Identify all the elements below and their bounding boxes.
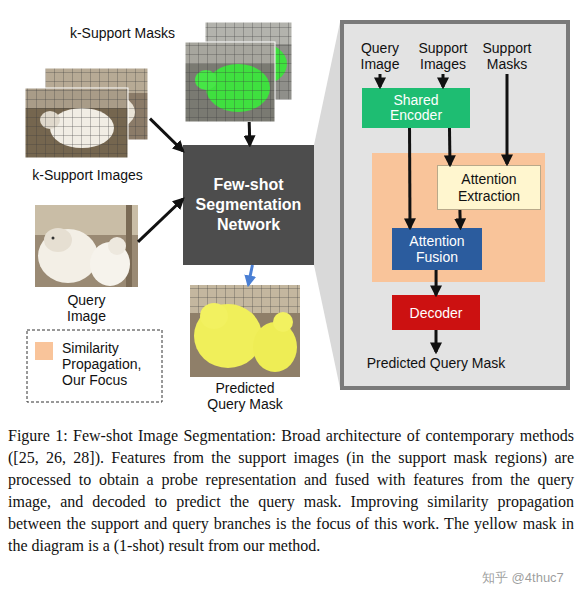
node-label: Decoder — [392, 295, 480, 330]
network-box: Few-shot Segmentation Network — [183, 145, 314, 265]
predicted-mask-image: Predicted Query Mask — [190, 285, 300, 377]
node-label: Predicted Query Mask — [201, 380, 289, 412]
node-label: k-Support Masks — [45, 25, 175, 41]
attention-fusion-box: Attention Fusion — [392, 228, 482, 270]
input-label: Query Image — [350, 40, 410, 72]
figure-caption: Figure 1: Few-shot Image Segmentation: B… — [8, 425, 574, 557]
node-label: k-Support Images — [25, 167, 150, 183]
node-label: Query Image — [55, 292, 118, 324]
focus-band: Attention ExtractionAttention Fusion — [372, 153, 545, 282]
legend-swatch — [35, 342, 53, 360]
node-label: Attention Extraction — [438, 166, 540, 209]
prediction-photo — [190, 285, 300, 377]
support-photo — [45, 68, 148, 140]
decoder-box: Decoder — [392, 295, 480, 330]
watermark: 知乎 @4thuc7 — [482, 571, 577, 586]
zoom-wedge — [314, 22, 340, 388]
query-photo — [35, 205, 138, 287]
legend-text: Similarity Propagation, Our Focus — [62, 340, 157, 388]
query-image: Query Image — [35, 205, 138, 287]
flow-arrow — [248, 122, 252, 145]
node-label: Shared Encoder — [362, 88, 470, 128]
input-label: Support Images — [412, 40, 474, 72]
input-label: Support Masks — [476, 40, 538, 72]
architecture-panel: Shared EncoderAttention ExtractionAttent… — [340, 20, 570, 390]
support-image-stack: k-Support Images — [25, 68, 150, 160]
node-label: Few-shot Segmentation Network — [183, 145, 314, 265]
output-label: Predicted Query Mask — [362, 355, 510, 371]
node-label: Attention Fusion — [392, 228, 482, 270]
flow-arrow — [138, 199, 183, 242]
mask-photo — [205, 22, 292, 100]
flow-arrow — [150, 119, 183, 151]
support-photo — [25, 88, 128, 158]
encoder-box: Shared Encoder — [362, 88, 470, 128]
flow-arrow — [248, 265, 252, 285]
legend-frame — [27, 330, 162, 402]
mask-photo — [185, 42, 275, 122]
support-mask-stack: k-Support Masks — [185, 22, 292, 122]
attention-extraction-box: Attention Extraction — [437, 165, 541, 210]
